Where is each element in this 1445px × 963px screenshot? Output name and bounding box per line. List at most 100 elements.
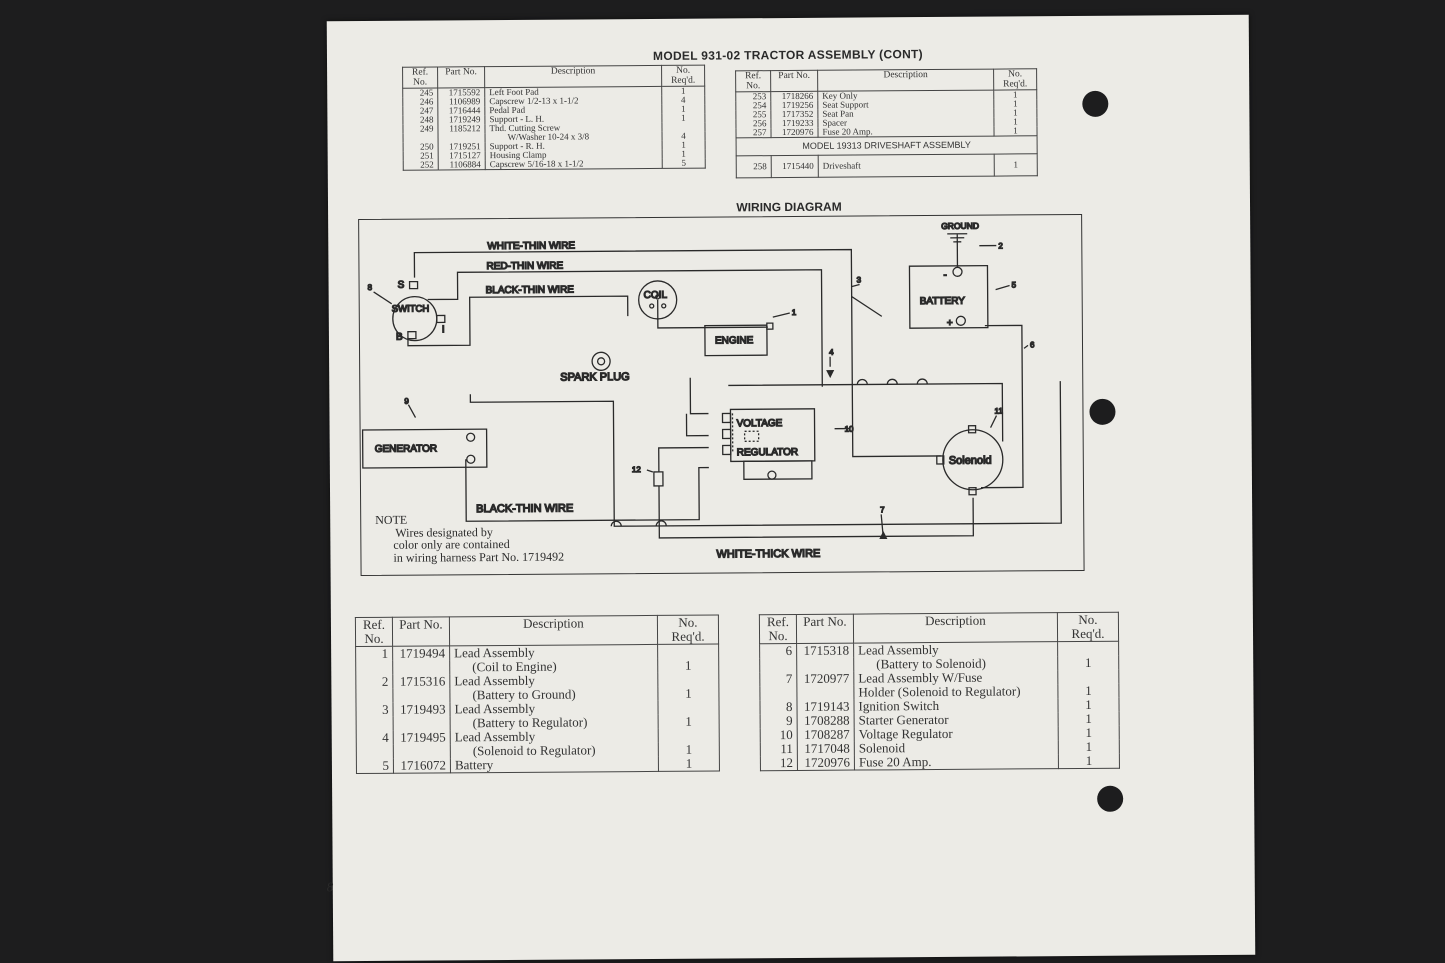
switch-terminal-s [408,280,419,290]
subheading: MODEL 19313 DRIVESHAFT ASSEMBLY [736,135,1038,156]
label-regulator: REGULATOR [737,447,798,458]
label-spark-plug: SPARK PLUG [560,371,630,383]
label-red-thin-wire: RED-THIN WIRE [486,261,563,273]
table-cell: 1 [658,756,720,772]
table-cell: 1 [1058,753,1120,769]
callout-4: 4 [829,348,834,357]
label-coil: COIL [644,290,668,301]
column-header: Ref. No. [355,617,393,647]
lead-6-path [980,324,1024,489]
table-cell: 5 [662,158,706,169]
table-cell: (Coil to Engine) [449,659,658,675]
table-cell: 3 [355,702,394,718]
table-cell [657,644,719,659]
table-cell: 1 [1057,655,1119,671]
column-header: Ref. No. [759,614,797,644]
label-engine: ENGINE [715,335,754,346]
ground-symbol [947,233,968,267]
page-number: 8 [326,879,334,895]
table-cell: 1106884 [438,159,486,170]
table-cell: 1 [657,686,719,701]
column-header: No. Req'd. [1057,612,1119,642]
column-header: Part No. [796,614,854,644]
table-cell: 1719494 [392,645,450,661]
label-switch-s: S [398,280,405,291]
label-minus: - [943,270,946,281]
generator-box [361,428,488,469]
column-header: Ref. No. [735,70,771,92]
label-white-thin-wire: WHITE-THIN WIRE [487,240,575,252]
label-switch-i: I [442,324,445,335]
table-cell: 1185212 [437,123,486,134]
table-cell: 1715318 [796,643,854,658]
table-cell: 1 [994,153,1038,177]
label-ground: GROUND [941,221,979,231]
diagram-note: NOTE Wires designated by color only are … [375,513,565,565]
table-cell: 1 [993,125,1038,137]
column-header: No. Req'd. [993,68,1037,91]
note-line: in wiring harness Part No. 1719492 [393,549,565,565]
callout-5: 5 [1012,280,1017,289]
table-cell: Battery [450,756,659,773]
wire-crossings [856,378,928,385]
table-cell: 12 [760,755,798,771]
label-battery: BATTERY [920,296,966,307]
table-cell: 1719495 [393,729,451,745]
switch-terminal-i [436,314,446,324]
label-black-thin-wire-top: BLACK-THIN WIRE [486,285,575,297]
table-cell: Holder (Solenoid to Regulator) [853,683,1058,700]
table-cell: (Solenoid to Regulator) [450,742,659,759]
table-cell: 1720977 [796,671,854,686]
black-thin-wire-path [407,295,629,347]
table-cell [1057,641,1119,657]
column-header: Description [853,612,1058,644]
white-thin-wire-path [413,248,883,317]
label-plus: + [947,318,953,329]
callout-12: 12 [632,465,642,474]
label-black-thin-wire-bottom: BLACK-THIN WIRE [476,503,573,516]
table-cell: Starter Generator [854,712,1059,728]
label-white-thick-wire: WHITE-THICK WIRE [716,548,820,561]
table-cell: 1720976 [770,127,819,138]
column-header: No. Req'd. [657,615,719,645]
label-solenoid: Solenoid [949,455,992,467]
spark-plug-body [591,351,611,371]
table-cell: 5 [356,758,394,774]
table-cell: (Battery to Regulator) [450,714,659,731]
table-cell: 1 [355,646,393,662]
table-cell: 1719493 [392,701,451,717]
coil-body [638,280,678,320]
column-header: Part No. [392,616,450,647]
page-title: MODEL 931-02 TRACTOR ASSEMBLY (CONT) [652,47,924,63]
column-header: No. Req'd. [661,65,705,87]
label-generator: GENERATOR [375,443,437,454]
callout-2: 2 [998,242,1003,251]
engine-box [704,324,768,357]
reg-terminal-wire [689,377,709,415]
callout-11: 11 [994,407,1003,416]
table-cell: 2 [355,674,393,690]
table-cell: Ignition Switch [853,698,1059,714]
black-thin-bottom-path [465,459,709,522]
table-cell: 1715440 [771,155,819,178]
wiring-diagram-title: WIRING DIAGRAM [736,199,842,215]
column-header: Part No. [437,66,485,88]
binder-hole [1097,785,1124,812]
binder-hole [1089,398,1116,425]
label-switch: SWITCH [392,304,430,315]
table-cell: Voltage Regulator [854,726,1059,742]
lead-4-path [728,382,1004,442]
callout-10: 10 [845,425,855,434]
column-header: Ref. No. [402,66,438,89]
table-cell: 1716072 [393,757,451,774]
table-cell: 257 [735,127,772,138]
fuse-lead-7-path [658,446,974,539]
table-cell: 258 [736,155,772,178]
column-header: Part No. [770,70,818,92]
